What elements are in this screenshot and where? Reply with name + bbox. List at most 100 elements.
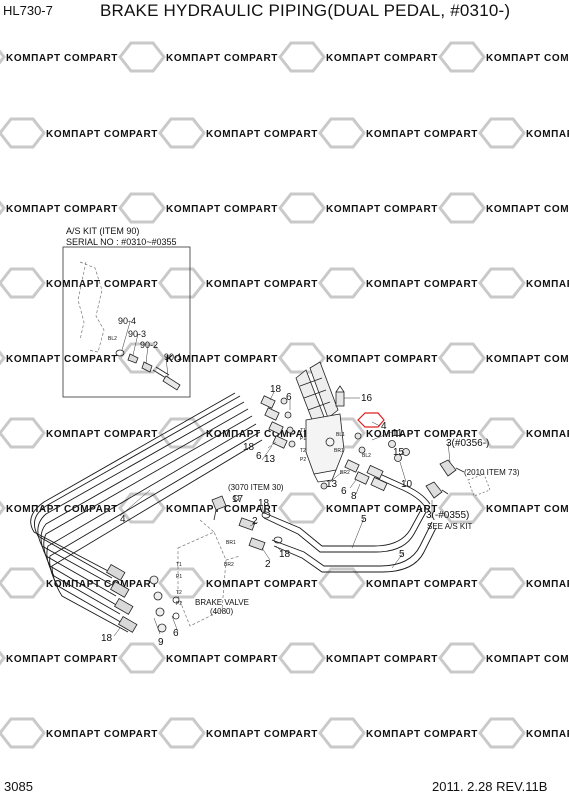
- watermark-word: KOMПAPT: [206, 579, 261, 590]
- watermark-word: COMPART: [424, 729, 478, 740]
- label-90-2: 90-2: [140, 340, 158, 350]
- inset-tube: [152, 366, 170, 379]
- watermark-hex: [0, 200, 6, 216]
- watermark-word: COMPART: [64, 204, 118, 215]
- watermark-word: COMPART: [384, 654, 438, 665]
- callout-18-bottom: 18: [101, 633, 113, 644]
- watermark-hex: [0, 350, 6, 366]
- callout-4-hose: 4: [120, 514, 126, 525]
- watermark-word: COMPART: [424, 429, 478, 440]
- watermark-word: KOMПAPT: [366, 579, 421, 590]
- watermark-word: COMPART: [264, 429, 318, 440]
- label-brake-valve: BRAKE VALVE: [195, 598, 249, 607]
- watermark-hex: [118, 492, 166, 524]
- watermark-hex: [158, 717, 206, 749]
- inset-oring: [115, 349, 125, 357]
- watermark-hex: [158, 567, 206, 599]
- watermark-word: KOMПAPT: [326, 354, 381, 365]
- label-90-1: 90-1: [164, 352, 182, 362]
- watermark-word: KOMПAPT: [166, 53, 221, 64]
- callout-5-upper: 5: [361, 514, 367, 525]
- watermark-word: KOMПAPT: [526, 279, 569, 290]
- watermark-hex: [318, 117, 366, 149]
- watermark-word: KOMПAPT: [526, 429, 569, 440]
- watermark-word: KOMПAPT: [486, 654, 541, 665]
- watermark-word: KOMПAPT: [46, 429, 101, 440]
- watermark-word: KOMПAPT: [486, 354, 541, 365]
- page-title: BRAKE HYDRAULIC PIPING(DUAL PEDAL, #0310…: [100, 1, 511, 20]
- as-kit-inset: A/S KIT (ITEM 90) SERIAL NO : #0310~#035…: [62, 226, 191, 398]
- watermark-word: COMPART: [104, 579, 158, 590]
- callout-18-top: 18: [270, 384, 282, 395]
- watermark-hex: [478, 567, 526, 599]
- watermark-hex: [478, 267, 526, 299]
- watermark-hex: [438, 642, 486, 674]
- inset-title: A/S KIT (ITEM 90): [66, 226, 139, 236]
- watermark-word: KOMПAPT: [326, 53, 381, 64]
- watermark-word: KOMПAPT: [206, 429, 261, 440]
- watermark-word: KOMПAPT: [6, 504, 61, 515]
- port-bl2: BL2: [362, 453, 371, 459]
- watermark-word: COMPART: [64, 504, 118, 515]
- watermark-word: KOMПAPT: [166, 504, 221, 515]
- watermark-word: COMPART: [224, 654, 278, 665]
- callout-18-lower: 18: [279, 549, 291, 560]
- watermark-hex: [438, 192, 486, 224]
- watermark-hex: [118, 342, 166, 374]
- watermark-word: KOMПAPT: [206, 279, 261, 290]
- port-p2-upper: P2: [300, 457, 306, 463]
- watermark-word: KOMПAPT: [326, 504, 381, 515]
- callout-10: 10: [401, 479, 413, 490]
- callout-5-lower: 5: [399, 549, 405, 560]
- watermark-hex: [158, 417, 206, 449]
- watermark-hex: [0, 49, 6, 65]
- watermark-word: KOMПAPT: [526, 579, 569, 590]
- revision-date: 2011. 2.28 REV.11B: [432, 779, 548, 794]
- watermark-word: COMPART: [384, 204, 438, 215]
- callout-9: 9: [158, 637, 164, 648]
- callout-6-mid: 6: [256, 451, 262, 462]
- callout-2010-item-73: (2010 ITEM 73): [464, 468, 520, 477]
- inset-serial: SERIAL NO : #0310~#0355: [66, 237, 177, 247]
- watermark-word: KOMПAPT: [46, 129, 101, 140]
- watermark-hex: [118, 41, 166, 73]
- callout-3-early: 3(-#0355): [426, 510, 469, 521]
- callout-16: 16: [361, 393, 373, 404]
- watermark-word: COMPART: [224, 504, 278, 515]
- callout-6-top: 6: [286, 392, 292, 403]
- watermark-hex: [158, 267, 206, 299]
- watermark-hex: [0, 567, 46, 599]
- watermark-hex: [318, 567, 366, 599]
- watermark-word: COMPART: [544, 354, 569, 365]
- watermark-word: KOMПAPT: [326, 204, 381, 215]
- watermark-hex: [278, 192, 326, 224]
- dual-pedal-assembly: [295, 361, 345, 490]
- callout-6-low: 6: [341, 486, 347, 497]
- watermark-hex: [438, 342, 486, 374]
- watermark-word: KOMПAPT: [526, 729, 569, 740]
- watermark-word: KOMПAPT: [526, 129, 569, 140]
- port-t2-upper: T2: [300, 448, 306, 454]
- watermark-word: COMPART: [424, 279, 478, 290]
- watermark-word: COMPART: [544, 504, 569, 515]
- watermark-word: KOMПAPT: [366, 729, 421, 740]
- page-number: 3085: [4, 779, 33, 794]
- port-br1-lower: BR1: [226, 540, 236, 546]
- label-bl2-inset: BL2: [108, 336, 117, 342]
- pressure-switches: [425, 459, 491, 499]
- watermark-hex: [478, 717, 526, 749]
- label-90-3: 90-3: [128, 329, 146, 339]
- watermark-hex: [0, 717, 46, 749]
- port-p2-lower: P2: [176, 601, 182, 607]
- brake-tubes-right: [261, 473, 437, 573]
- watermark-word: COMPART: [264, 279, 318, 290]
- watermark-word: KOMПAPT: [6, 204, 61, 215]
- watermark-word: COMPART: [64, 654, 118, 665]
- inset-hose-end: [162, 375, 181, 391]
- leader-lines: [113, 391, 451, 637]
- watermark-word: KOMПAPT: [166, 354, 221, 365]
- model-code: HL730-7: [3, 3, 53, 18]
- callout-18-mid: 18: [243, 442, 255, 453]
- watermark-word: COMPART: [264, 579, 318, 590]
